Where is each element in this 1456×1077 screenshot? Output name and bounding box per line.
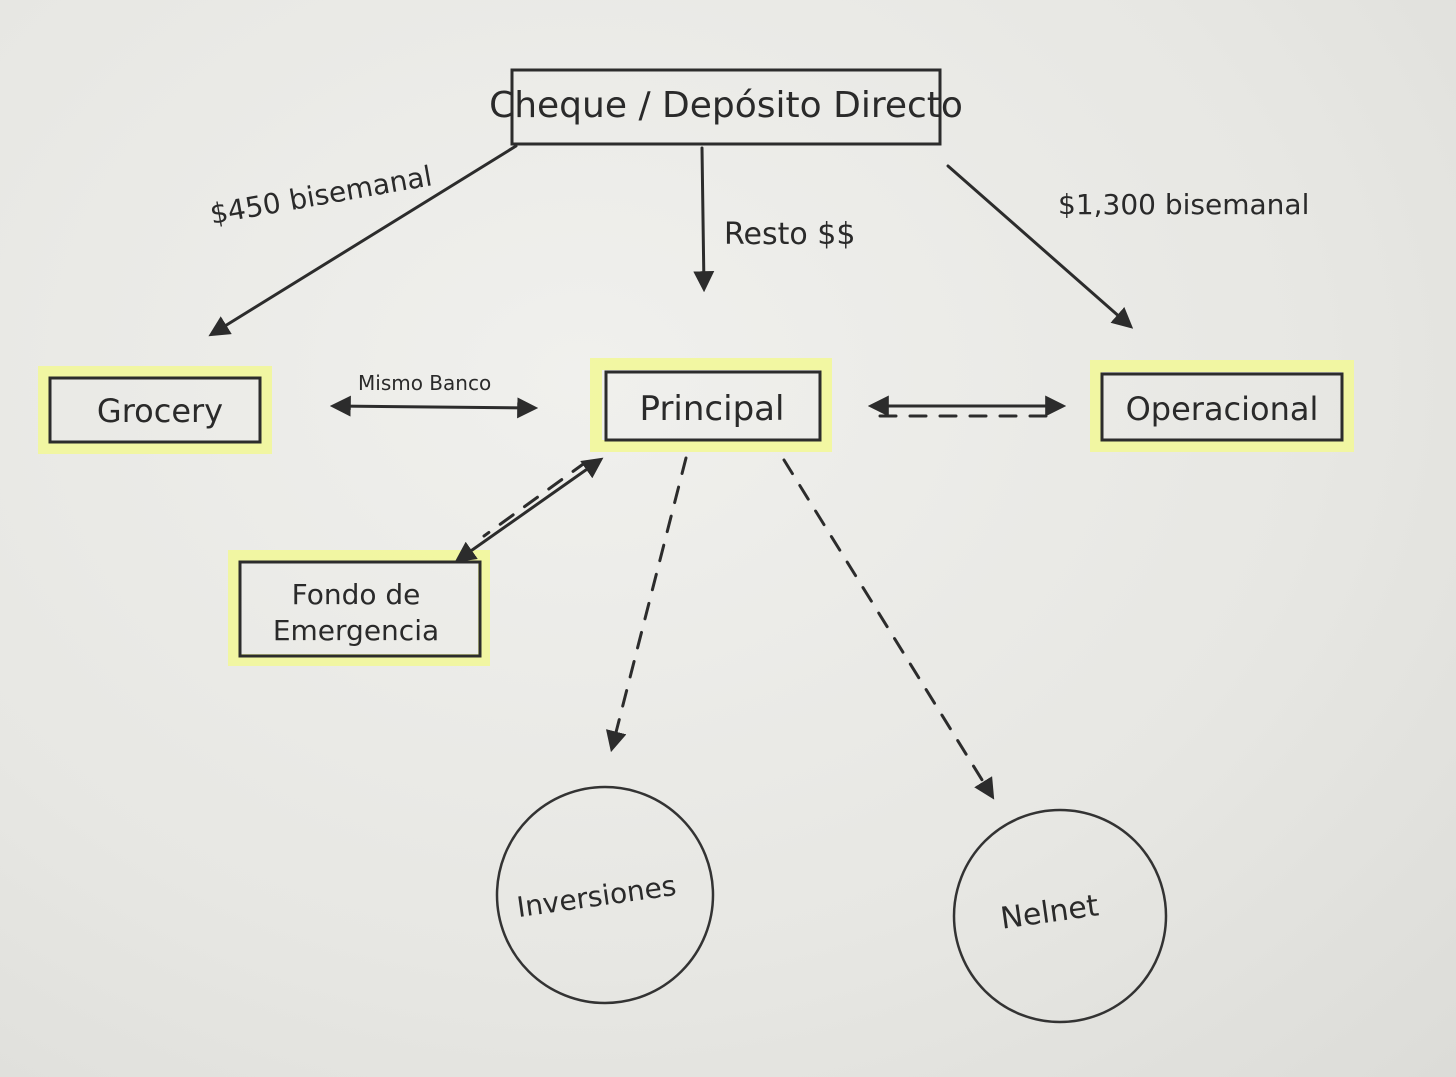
grocery-label: Grocery: [97, 392, 223, 430]
emergency-label-line2: Emergencia: [273, 614, 439, 647]
edge-principal-emergency-dashed: [482, 460, 588, 538]
principal-label: Principal: [640, 389, 785, 429]
node-nelnet: Nelnet: [952, 808, 1168, 1024]
edge-label-to-operacional: $1,300 bisemanal: [1058, 188, 1309, 221]
source-label: Cheque / Depósito Directo: [489, 85, 963, 126]
node-investments: Inversiones: [495, 785, 715, 1005]
operacional-highlight: [1090, 360, 1354, 452]
source-box: [510, 68, 942, 146]
grocery-highlight: [38, 366, 272, 454]
principal-highlight: [590, 358, 832, 452]
investments-label: Inversiones: [515, 869, 678, 924]
node-operacional: Operacional: [1090, 360, 1354, 452]
edge-label-to-principal: Resto $$: [724, 217, 855, 252]
edge-source-to-operacional: [946, 164, 1134, 329]
emergency-label-line1: Fondo de: [292, 578, 421, 611]
nelnet-label: Nelnet: [998, 888, 1101, 936]
edge-principal-emergency-solid: [454, 457, 604, 563]
operacional-label: Operacional: [1126, 390, 1319, 428]
edge-source-to-principal: [693, 146, 715, 293]
grocery-box: [48, 376, 262, 444]
edge-principal-to-nelnet: [782, 458, 995, 800]
principal-box: [604, 370, 822, 442]
node-principal: Principal: [590, 358, 832, 452]
edge-source-to-grocery: [208, 144, 518, 337]
emergency-highlight: [228, 550, 490, 666]
edge-label-grocery-principal: Mismo Banco: [358, 371, 491, 395]
nelnet-circle: [952, 808, 1168, 1024]
operacional-box: [1100, 372, 1344, 442]
node-source: Cheque / Depósito Directo: [489, 68, 963, 146]
edge-label-to-grocery: $450 bisemanal: [207, 159, 434, 231]
investments-circle: [495, 785, 715, 1005]
node-emergency-fund: Fondo de Emergencia: [228, 550, 490, 666]
edge-principal-to-investments: [605, 456, 688, 753]
edge-grocery-principal: [329, 395, 539, 419]
node-grocery: Grocery: [38, 366, 272, 454]
emergency-box: [238, 560, 482, 658]
